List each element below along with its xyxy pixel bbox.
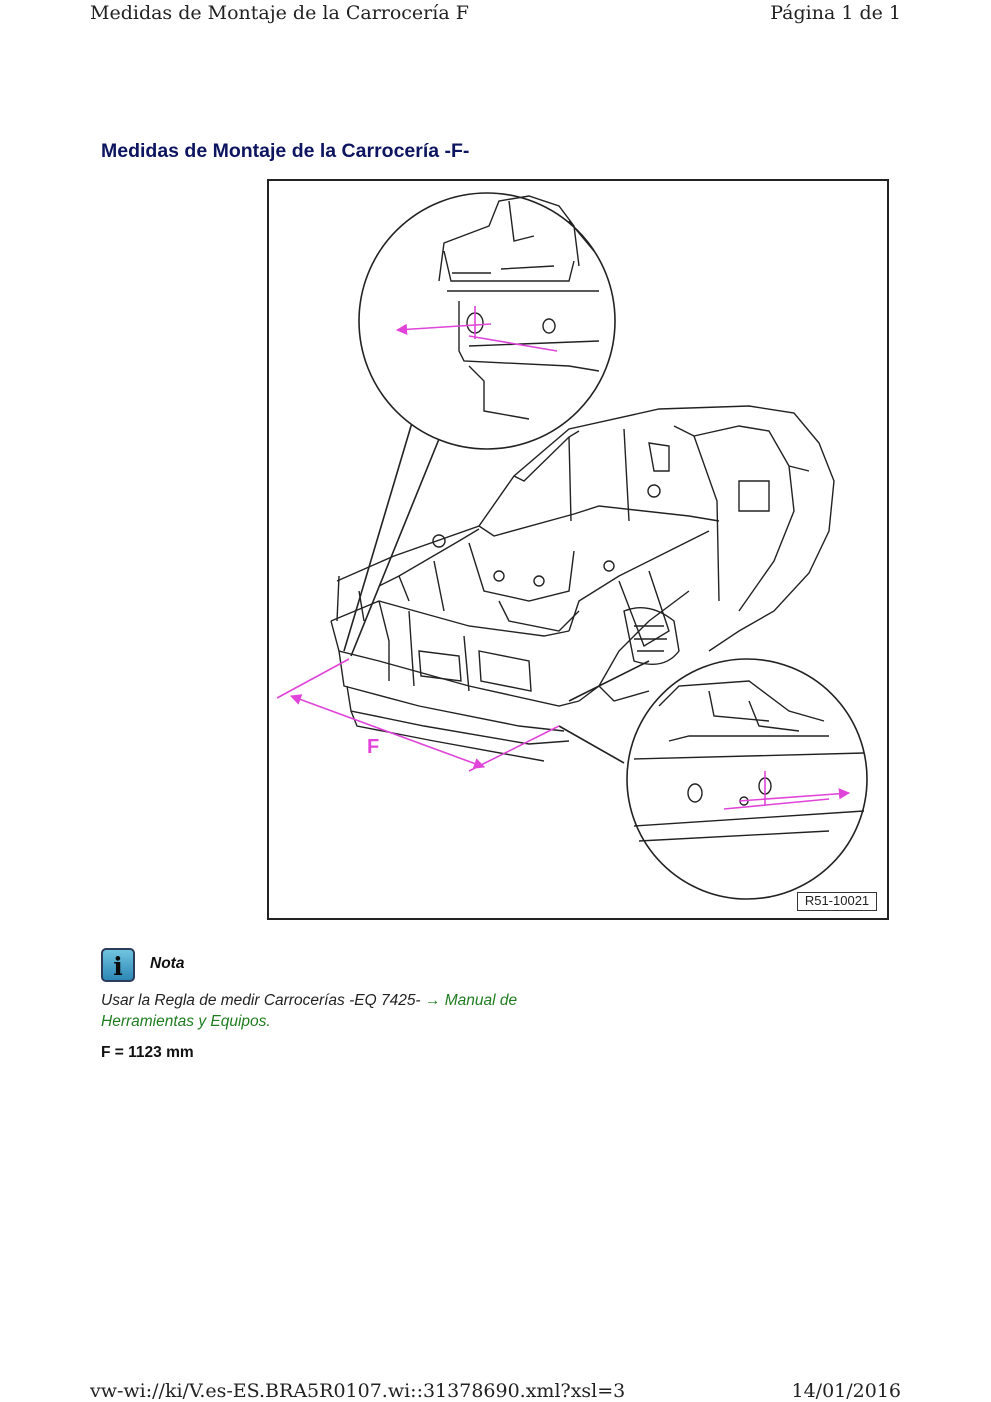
figure-id: R51-10021 xyxy=(797,892,877,911)
footer-date: 14/01/2016 xyxy=(791,1380,901,1402)
footer-url: vw-wi://ki/V.es-ES.BRA5R0107.wi::3137869… xyxy=(90,1380,626,1402)
car-body-drawing: F xyxy=(276,192,868,900)
document-title: Medidas de Montaje de la Carrocería F xyxy=(90,2,469,24)
body-measurement-figure: F R51-10021 xyxy=(267,179,889,920)
page-indicator: Página 1 de 1 xyxy=(770,2,901,24)
section-title: Medidas de Montaje de la Carrocería -F- xyxy=(101,140,470,162)
note-body: Usar la Regla de medir Carrocerías -EQ 7… xyxy=(101,992,425,1009)
manual-link[interactable]: → Manual de Herramientas y Equipos. xyxy=(101,992,518,1030)
dimension-f-label: F xyxy=(367,736,379,758)
note-label: Nota xyxy=(150,955,185,972)
info-icon: i xyxy=(101,948,135,982)
measurement-spec: F = 1123 mm xyxy=(101,1044,194,1061)
note-text: Usar la Regla de medir Carrocerías -EQ 7… xyxy=(101,990,571,1032)
